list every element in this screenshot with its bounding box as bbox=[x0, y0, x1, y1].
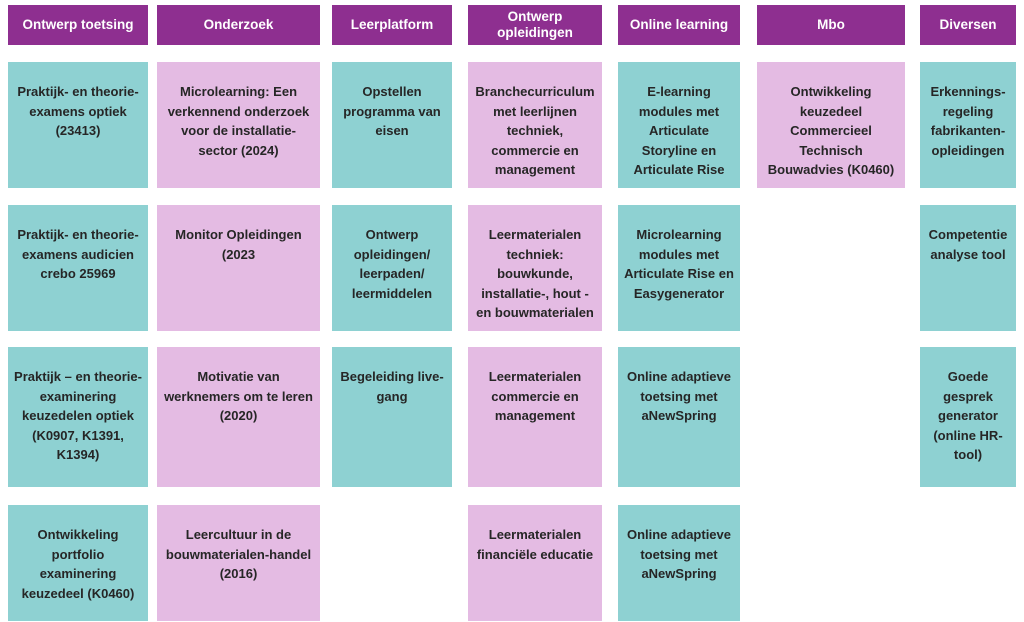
column-online-learning: Online learning E-learning modules met A… bbox=[618, 0, 740, 622]
card: Praktijk- en theorie-examens optiek (234… bbox=[8, 62, 148, 188]
column-ontwerp-toetsing: Ontwerp toetsing Praktijk- en theorie-ex… bbox=[8, 0, 148, 622]
card: Leermaterialen techniek: bouwkunde, inst… bbox=[468, 205, 602, 331]
card: Praktijk – en theorie-examinering keuzed… bbox=[8, 347, 148, 487]
card: Monitor Opleidingen (2023 bbox=[157, 205, 320, 331]
column-header: Ontwerp toetsing bbox=[8, 5, 148, 45]
column-header: Mbo bbox=[757, 5, 905, 45]
column-mbo: Mbo Ontwikkeling keuzedeel Commercieel T… bbox=[757, 0, 905, 622]
column-header: Ontwerp opleidingen bbox=[468, 5, 602, 45]
card: Online adaptieve toetsing met aNewSpring bbox=[618, 347, 740, 487]
card: Goede gesprek generator (online HR-tool) bbox=[920, 347, 1016, 487]
card: Branchecurriculum met leerlijnen technie… bbox=[468, 62, 602, 188]
column-header: Onderzoek bbox=[157, 5, 320, 45]
card: Praktijk- en theorie-examens audicien cr… bbox=[8, 205, 148, 331]
card: Microlearning modules met Articulate Ris… bbox=[618, 205, 740, 331]
card: Leermaterialen commercie en management bbox=[468, 347, 602, 487]
card: Ontwikkeling portfolio examinering keuze… bbox=[8, 505, 148, 621]
card: Erkennings-regeling fabrikanten-opleidin… bbox=[920, 62, 1016, 188]
card: Motivatie van werknemers om te leren (20… bbox=[157, 347, 320, 487]
column-ontwerp-opleidingen: Ontwerp opleidingen Branchecurriculum me… bbox=[468, 0, 602, 622]
column-diversen: Diversen Erkennings-regeling fabrikanten… bbox=[920, 0, 1016, 622]
card: Ontwerp opleidingen/ leerpaden/ leermidd… bbox=[332, 205, 452, 331]
card: Begeleiding live-gang bbox=[332, 347, 452, 487]
column-onderzoek: Onderzoek Microlearning: Een verkennend … bbox=[157, 0, 320, 622]
card: Leercultuur in de bouwmaterialen-handel … bbox=[157, 505, 320, 621]
column-header: Leerplatform bbox=[332, 5, 452, 45]
card: Leermaterialen financiële educatie bbox=[468, 505, 602, 621]
card: Ontwikkeling keuzedeel Commercieel Techn… bbox=[757, 62, 905, 188]
column-header: Online learning bbox=[618, 5, 740, 45]
column-leerplatform: Leerplatform Opstellen programma van eis… bbox=[332, 0, 452, 622]
card: Competentie analyse tool bbox=[920, 205, 1016, 331]
column-header: Diversen bbox=[920, 5, 1016, 45]
card: E-learning modules met Articulate Storyl… bbox=[618, 62, 740, 188]
card: Online adaptieve toetsing met aNewSpring bbox=[618, 505, 740, 621]
card: Opstellen programma van eisen bbox=[332, 62, 452, 188]
card: Microlearning: Een verkennend onderzoek … bbox=[157, 62, 320, 188]
